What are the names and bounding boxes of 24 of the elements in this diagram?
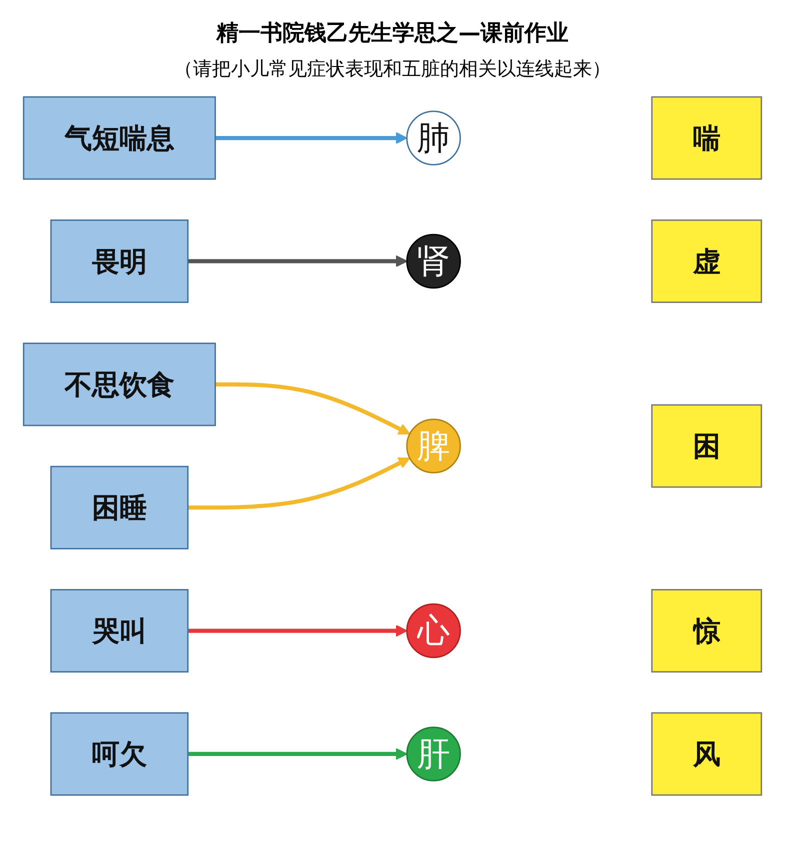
node-circle: 肾 (406, 234, 461, 289)
node-circle: 肺 (406, 110, 461, 166)
arrow (188, 748, 408, 760)
node-circle: 脾 (406, 418, 461, 474)
node-box: 喘 (651, 96, 762, 180)
node-box: 困睡 (50, 466, 189, 550)
title: 精一书院钱乙先生学思之—课前作业 (215, 20, 570, 48)
node-box: 气短喘息 (22, 96, 216, 180)
node-box: 困 (651, 404, 762, 488)
node-box: 虚 (651, 219, 762, 303)
node-box: 畏明 (50, 219, 189, 303)
arrow (188, 457, 410, 510)
node-circle: 心 (406, 603, 461, 658)
node-box: 呵欠 (50, 712, 189, 796)
arrow (215, 382, 410, 435)
arrow (188, 255, 408, 268)
node-box: 风 (651, 712, 762, 796)
node-box: 惊 (651, 589, 762, 673)
arrow (188, 624, 408, 637)
arrow (215, 132, 408, 144)
node-box: 不思饮食 (22, 342, 216, 426)
node-box: 哭叫 (50, 589, 189, 673)
node-circle: 肝 (406, 726, 461, 782)
subtitle-note: （请把小儿常见症状表现和五脏的相关以连线起来） (173, 57, 612, 82)
